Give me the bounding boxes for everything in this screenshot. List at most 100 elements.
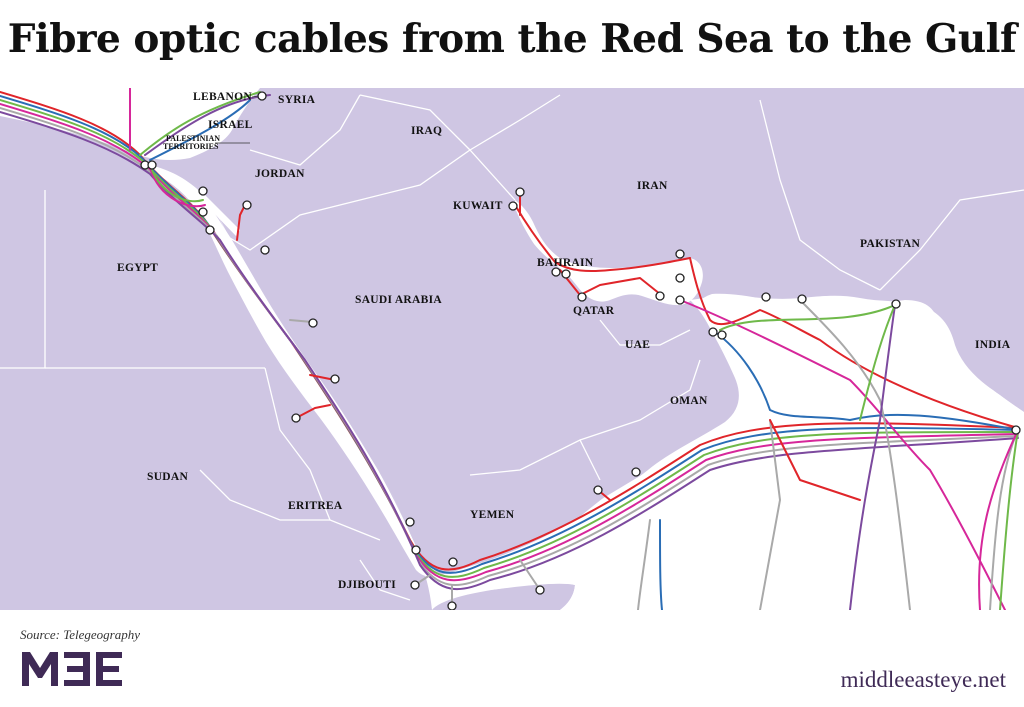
map-title: Fibre optic cables from the Red Sea to t…: [7, 16, 1017, 62]
cable-grey: [289, 319, 313, 323]
website-url[interactable]: middleeasteye.net: [840, 667, 1006, 692]
landing-station: [593, 485, 603, 495]
cable-grey: [759, 419, 781, 610]
gulf-of-aqaba: [200, 190, 240, 236]
cable-magenta: [679, 299, 1006, 610]
landing-station: [291, 413, 301, 423]
africa-land: [0, 110, 432, 610]
cable-purple: [144, 94, 271, 156]
border-line: [759, 99, 881, 291]
label-lebanon: LEBANON: [193, 91, 252, 103]
landing-station: [577, 292, 587, 302]
landing-station: [708, 327, 718, 337]
cable-green: [151, 169, 204, 203]
landing-station: [675, 273, 685, 283]
cable-green: [999, 429, 1019, 610]
landing-station: [330, 374, 340, 384]
border-line: [264, 367, 381, 541]
cable-red: [236, 204, 246, 241]
landing-station: [447, 601, 457, 610]
landing-station: [891, 299, 901, 309]
cable-magenta: [149, 167, 206, 208]
gulf-land: [400, 210, 745, 500]
red-sea: [150, 165, 432, 577]
label-sudan: SUDAN: [147, 471, 189, 483]
landing-station: [448, 557, 458, 567]
cable-red: [295, 404, 331, 419]
landing-station: [205, 225, 215, 235]
border-line: [469, 94, 561, 151]
label-qatar: QATAR: [573, 305, 615, 317]
landing-station: [535, 585, 545, 595]
label-saudi-arabia: SAUDI ARABIA: [355, 294, 442, 306]
cable-map: LEBANON SYRIA ISRAEL PALESTINIAN TERRITO…: [0, 88, 1024, 610]
cable-grey: [637, 519, 651, 610]
landing-station: [260, 245, 270, 255]
border-line: [359, 559, 411, 601]
landing-station: [257, 91, 267, 101]
place-labels: LEBANON SYRIA ISRAEL PALESTINIAN TERRITO…: [117, 91, 1011, 591]
logo-letter-e-mirrored: [64, 652, 90, 686]
label-palestinian-territories: TERRITORIES: [163, 142, 219, 151]
border-line: [879, 189, 1024, 291]
cable-magenta: [978, 429, 1019, 610]
label-oman: OMAN: [670, 395, 708, 407]
borders: [0, 94, 1024, 601]
label-djibouti: DJIBOUTI: [338, 579, 396, 591]
landing-station: [198, 207, 208, 217]
label-yemen: YEMEN: [470, 509, 515, 521]
border-line: [359, 94, 471, 151]
landing-station: [198, 186, 208, 196]
logo-letter-m: [22, 652, 58, 686]
landing-stations: [140, 91, 1021, 610]
landing-station: [631, 467, 641, 477]
label-kuwait: KUWAIT: [453, 200, 503, 212]
border-line: [249, 94, 361, 166]
persian-gulf: [515, 200, 703, 306]
cable-purple: [0, 111, 1019, 591]
landing-station: [147, 160, 157, 170]
label-syria: SYRIA: [278, 94, 316, 106]
landing-station: [797, 294, 807, 304]
label-uae: UAE: [625, 339, 650, 351]
label-palestinian-territories: PALESTINIAN: [166, 134, 220, 143]
label-egypt: EGYPT: [117, 262, 158, 274]
land: [0, 88, 1024, 610]
border-line: [579, 359, 701, 441]
cable-red: [559, 269, 661, 296]
cable-red: [769, 419, 861, 501]
label-eritrea: ERITREA: [288, 500, 343, 512]
cables: [0, 88, 1019, 610]
border-line: [469, 439, 601, 481]
landing-station: [242, 200, 252, 210]
landing-station: [561, 269, 571, 279]
label-pakistan: PAKISTAN: [860, 238, 921, 250]
landing-station: [717, 330, 727, 340]
landing-station: [410, 580, 420, 590]
logo-letter-e: [96, 652, 122, 686]
cable-red: [689, 257, 1019, 429]
label-jordan: JORDAN: [255, 168, 305, 180]
cable-green: [719, 304, 896, 331]
landing-station: [675, 249, 685, 259]
landing-station: [308, 318, 318, 328]
leader-line: [251, 95, 259, 98]
label-india: INDIA: [975, 339, 1011, 351]
cable-blue: [149, 99, 251, 161]
landing-station: [675, 295, 685, 305]
label-iran: IRAN: [637, 180, 668, 192]
cable-green: [139, 91, 261, 156]
landing-station: [508, 201, 518, 211]
label-leaders: [215, 95, 259, 144]
landing-station: [655, 291, 665, 301]
cable-grey: [519, 559, 541, 591]
cable-red: [514, 204, 691, 272]
landing-station: [515, 187, 525, 197]
label-iraq: IRAQ: [411, 125, 442, 137]
india-land: [961, 315, 1024, 412]
cable-blue: [659, 519, 663, 610]
landing-station: [411, 545, 421, 555]
landing-station: [405, 517, 415, 527]
cable-green: [859, 304, 896, 421]
cable-blue: [714, 331, 1019, 431]
